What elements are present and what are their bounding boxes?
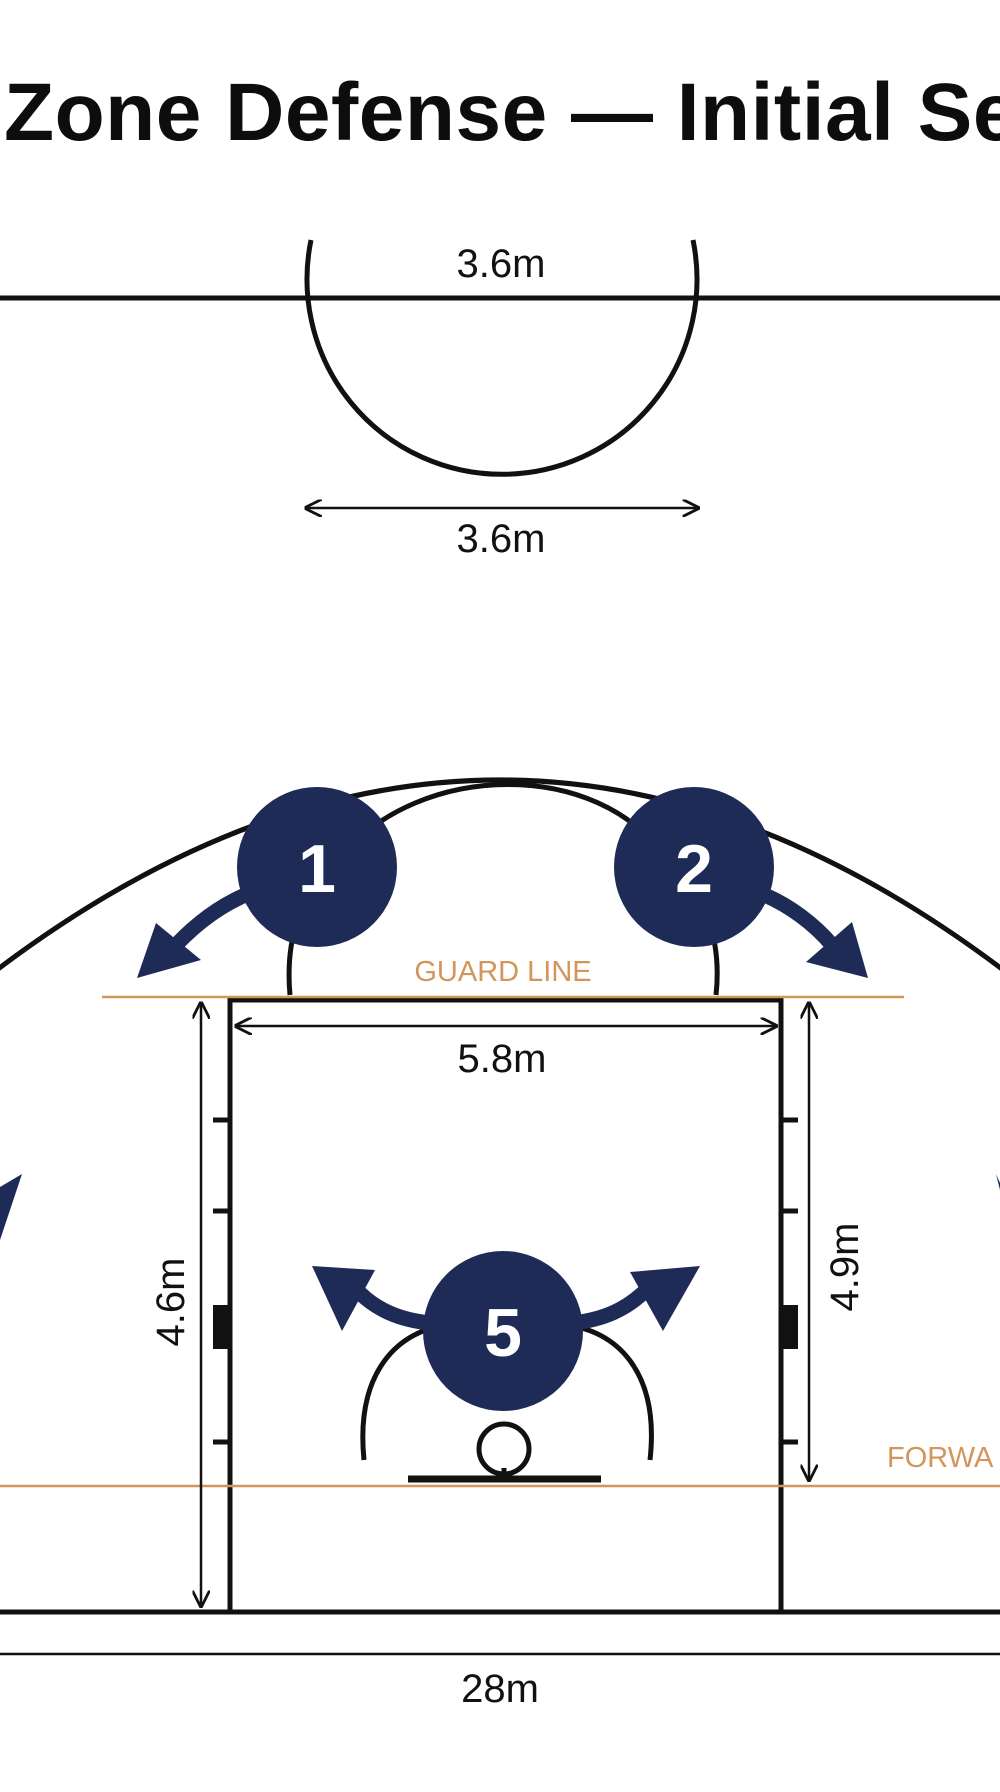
player-1-number: 1	[298, 831, 336, 907]
circle-width-label-top: 3.6m	[457, 242, 546, 286]
player-5-marker	[423, 1251, 583, 1411]
three-point-arc	[0, 777, 1000, 971]
forward-line-label: FORWA	[887, 1442, 994, 1474]
player-1-arrow-head	[137, 923, 201, 978]
lane-width-label: 5.8m	[458, 1037, 547, 1081]
lane-length-left-label: 4.6m	[149, 1258, 193, 1347]
player-2-arrow-head	[806, 922, 868, 978]
player-2-marker	[614, 787, 774, 947]
player-5-right-arrow-shaft	[571, 1282, 654, 1331]
diagram-title: Zone Defense — Initial Se	[4, 67, 1000, 158]
court-width-label: 28m	[461, 1667, 539, 1711]
player-5-left-arrow-shaft	[349, 1282, 431, 1331]
lane-length-right-label: 4.9m	[823, 1223, 867, 1312]
lane-hash-marks	[213, 1117, 798, 1445]
player-5: 5	[423, 1251, 583, 1411]
player-5-left-arrow-head	[312, 1266, 375, 1331]
player-1-arrow-shaft	[170, 886, 253, 951]
player-1-marker	[237, 787, 397, 947]
hoop	[476, 1421, 532, 1477]
player-2: 2	[614, 787, 774, 947]
player-1: 1	[237, 787, 397, 947]
player-2-number: 2	[675, 831, 713, 907]
left-edge-arrow-head	[0, 1174, 22, 1240]
circle-width-label-bottom: 3.6m	[457, 517, 546, 561]
center-circle	[304, 239, 700, 477]
player-5-number: 5	[484, 1295, 522, 1371]
player-5-right-arrow-head	[630, 1266, 700, 1331]
right-edge-arrow-head	[996, 1174, 1000, 1190]
guard-line-label: GUARD LINE	[414, 956, 591, 988]
player-2-arrow-shaft	[757, 886, 838, 950]
